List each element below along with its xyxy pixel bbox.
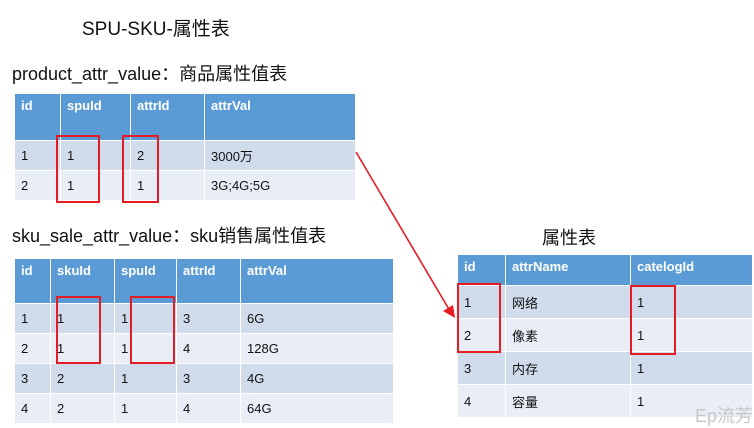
table-row: 3 内存 1 [457, 351, 753, 385]
table-cell: 3 [14, 363, 51, 394]
table-cell: 4 [176, 393, 241, 424]
product-attr-value-table: id spuId attrId attrVal 1 1 2 3000万 2 1 … [14, 93, 356, 201]
table-header: attrName [505, 254, 631, 286]
highlight-box-attr-id [457, 283, 501, 353]
table-header: id [14, 93, 61, 141]
table-header: id [14, 258, 51, 304]
table-cell: 容量 [505, 384, 631, 418]
table-cell: 1 [60, 170, 131, 201]
table-cell: 1 [630, 351, 753, 385]
table-header: catelogId [630, 254, 753, 286]
table-row: 1 网络 1 [457, 285, 753, 319]
table-cell: 3 [457, 351, 506, 385]
table-cell: 1 [14, 140, 61, 171]
table-cell: 4G [240, 363, 394, 394]
table-cell: 1 [50, 303, 115, 334]
table-cell: 6G [240, 303, 394, 334]
table-header: attrId [130, 93, 205, 141]
table-cell: 3G;4G;5G [204, 170, 356, 201]
table-cell: 1 [114, 393, 177, 424]
table-cell: 2 [14, 170, 61, 201]
table-cell: 64G [240, 393, 394, 424]
table-cell: 1 [630, 318, 753, 352]
table-cell: 2 [50, 363, 115, 394]
attr-table-title: 属性表 [542, 228, 596, 248]
table-row: 2 像素 1 [457, 318, 753, 352]
table-cell: 内存 [505, 351, 631, 385]
table-cell: 像素 [505, 318, 631, 352]
table-cell: 2 [130, 140, 205, 171]
table-cell: 1 [114, 303, 177, 334]
table-cell: 128G [240, 333, 394, 364]
table-row: 1 1 1 3 6G [14, 303, 394, 334]
table-cell: 1 [630, 285, 753, 319]
table-cell: 1 [50, 333, 115, 364]
watermark: Ep流芳 [695, 406, 754, 426]
table-cell: 1 [14, 303, 51, 334]
table-header: spuId [60, 93, 131, 141]
table-header: attrVal [204, 93, 356, 141]
product-attr-value-title: product_attr_value：商品属性值表 [12, 64, 288, 84]
table-cell: 4 [457, 384, 506, 418]
table-row: 4 容量 1 [457, 384, 753, 418]
table-header: attrId [176, 258, 241, 304]
table-row: 2 1 1 4 128G [14, 333, 394, 364]
highlight-box-spuid [56, 135, 100, 203]
main-title: SPU-SKU-属性表 [82, 19, 230, 40]
table-row: 2 1 1 3G;4G;5G [14, 170, 356, 201]
highlight-box-skuid [56, 296, 101, 364]
table-cell: 1 [630, 384, 753, 418]
table-cell: 网络 [505, 285, 631, 319]
highlight-box-attrid [122, 135, 159, 203]
sku-sale-attr-value-title: sku_sale_attr_value：sku销售属性值表 [12, 226, 327, 246]
highlight-box-sku-spuid [130, 296, 175, 364]
table-cell: 1 [114, 333, 177, 364]
table-row: 1 1 2 3000万 [14, 140, 356, 171]
table-row: 4 2 1 4 64G [14, 393, 394, 424]
highlight-box-catelogid [630, 285, 676, 355]
table-cell: 1 [130, 170, 205, 201]
attr-table: id attrName catelogId 1 网络 1 2 像素 1 3 内存… [457, 254, 753, 418]
